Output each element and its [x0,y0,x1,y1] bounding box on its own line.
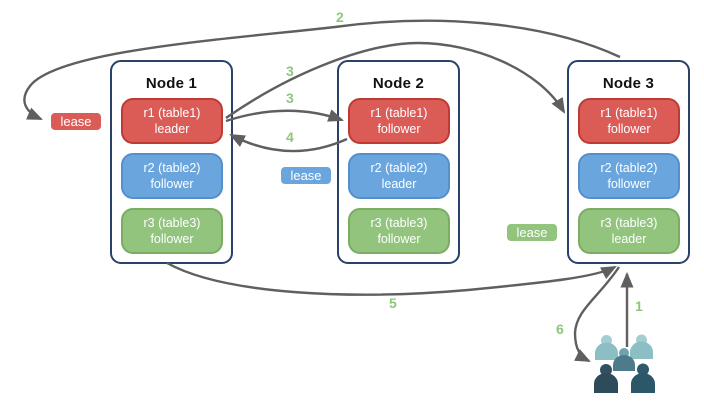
step-label-4: 4 [286,129,294,145]
replica-name: r3 (table3) [600,215,658,230]
replica-name: r3 (table3) [143,215,201,230]
replica-name: r2 (table2) [143,160,201,175]
user-head [637,363,649,376]
user-body [613,355,635,371]
node-2-title: Node 2 [372,75,425,92]
lease-badge-blue: lease [279,165,333,186]
replica-name: r1 (table1) [600,105,658,120]
user-head [600,364,612,376]
replica-name: r2 (table2) [370,160,428,175]
step-label-3-lower: 3 [286,90,294,106]
lease-badge-red: lease [49,111,103,132]
replica-role: follower [607,177,651,191]
replica-name: r1 (table1) [143,105,201,120]
step-label-6: 6 [556,321,564,337]
user-head [601,335,612,346]
step-label-5: 5 [389,295,397,311]
node2-replica-r3: r3 (table3) follower [348,208,450,254]
user-body [594,373,618,393]
node3-replica-r3: r3 (table3) leader [578,208,680,254]
arrow-step-5 [166,261,617,296]
node-2-box: Node 2 r1 (table1) follower r2 (table2) … [337,60,460,264]
step-label-1: 1 [635,298,643,314]
replica-role: leader [154,122,190,136]
user-body [631,373,655,393]
replica-role: follower [150,232,194,246]
node2-replica-r1: r1 (table1) follower [348,98,450,144]
node-3-title: Node 3 [602,75,655,92]
node3-replica-r1: r1 (table1) follower [578,98,680,144]
users-icon [594,334,655,393]
node1-replica-r2: r2 (table2) follower [121,153,223,199]
lease-badge-green: lease [505,222,559,243]
step-label-3-upper: 3 [286,63,294,79]
replica-role: follower [377,232,421,246]
replica-role: leader [611,232,647,246]
replica-role: follower [607,122,651,136]
node1-replica-r3: r3 (table3) follower [121,208,223,254]
node-3-box: Node 3 r1 (table1) follower r2 (table2) … [567,60,690,264]
node2-replica-r2: r2 (table2) leader [348,153,450,199]
node3-replica-r2: r2 (table2) follower [578,153,680,199]
replica-role: leader [381,177,417,191]
arrow-step-6 [573,266,620,363]
user-body [595,342,618,360]
user-body [630,341,653,359]
step-label-2: 2 [336,9,344,25]
arrow-step-3-lower [225,109,344,123]
node-1-box: Node 1 r1 (table1) leader r2 (table2) fo… [110,60,233,264]
user-head [636,334,647,346]
replica-role: follower [150,177,194,191]
replica-role: follower [377,122,421,136]
replica-name: r2 (table2) [600,160,658,175]
replica-name: r1 (table1) [370,105,428,120]
node-1-title: Node 1 [145,75,198,92]
replica-name: r3 (table3) [370,215,428,230]
node1-replica-r1: r1 (table1) leader [121,98,223,144]
user-head [619,348,629,358]
